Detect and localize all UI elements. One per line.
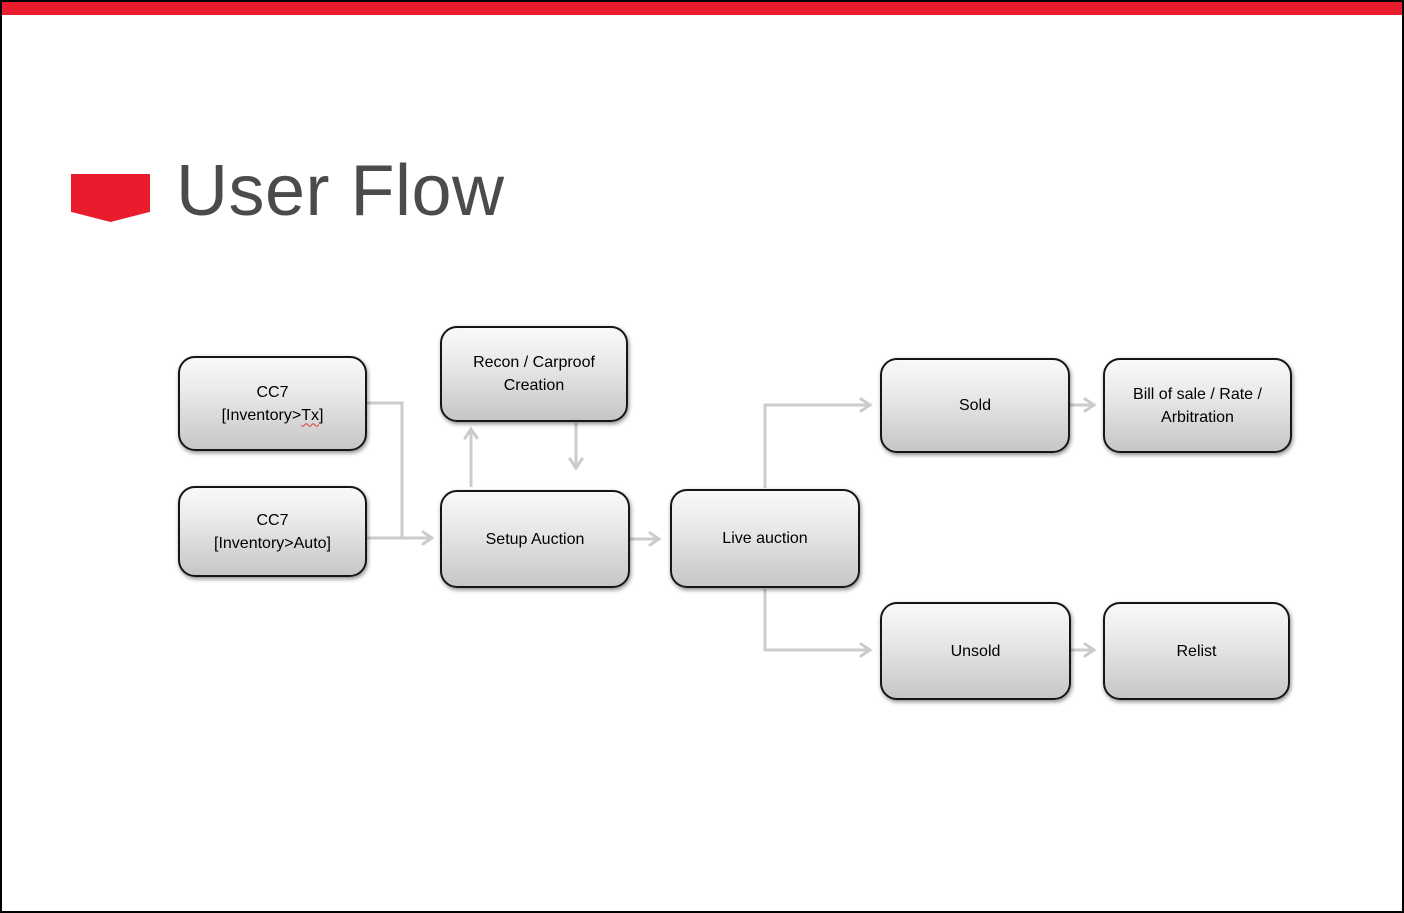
node-unsold: Unsold — [880, 602, 1071, 700]
node-label: Setup Auction — [485, 530, 585, 548]
node-relist: Relist — [1103, 602, 1290, 700]
node-label: Bill of sale / Rate / — [1133, 385, 1262, 403]
node-label: CC7 — [256, 511, 289, 529]
node-setup-auction: Setup Auction — [440, 490, 630, 588]
node-label: Relist — [1176, 642, 1217, 660]
node-bill-of-sale-rate-arbitration: Bill of sale / Rate / Arbitration — [1103, 358, 1292, 453]
label-part: [Inventory> — [221, 406, 302, 424]
node-cc7-tx: CC7 [Inventory>Tx] — [178, 356, 367, 451]
red-ribbon-icon — [71, 174, 150, 222]
node-label: Creation — [503, 377, 565, 394]
edge-live-to-unsold — [763, 589, 873, 658]
misspelled-word: Tx — [301, 406, 319, 424]
page-title: User Flow — [176, 151, 505, 231]
node-recon-carproof-creation: Recon / Carproof Creation — [440, 326, 628, 422]
node-live-auction: Live auction — [670, 489, 860, 588]
node-label: CC7 — [256, 383, 289, 401]
node-label: Recon / Carproof — [473, 354, 595, 371]
node-label: Live auction — [722, 530, 808, 547]
edge-cc7tx-elbow — [367, 401, 404, 538]
node-label: [Inventory>Tx] — [222, 404, 324, 427]
node-sold: Sold — [880, 358, 1070, 453]
node-cc7-auto: CC7 [Inventory>Auto] — [178, 486, 367, 577]
label-part: ] — [318, 406, 324, 424]
node-label: [Inventory>Auto] — [214, 534, 331, 552]
top-accent-bar — [2, 2, 1402, 15]
node-label: Sold — [958, 397, 992, 414]
edge-live-to-sold — [763, 397, 873, 488]
node-label: Unsold — [950, 642, 1001, 660]
node-label: Arbitration — [1161, 408, 1234, 426]
